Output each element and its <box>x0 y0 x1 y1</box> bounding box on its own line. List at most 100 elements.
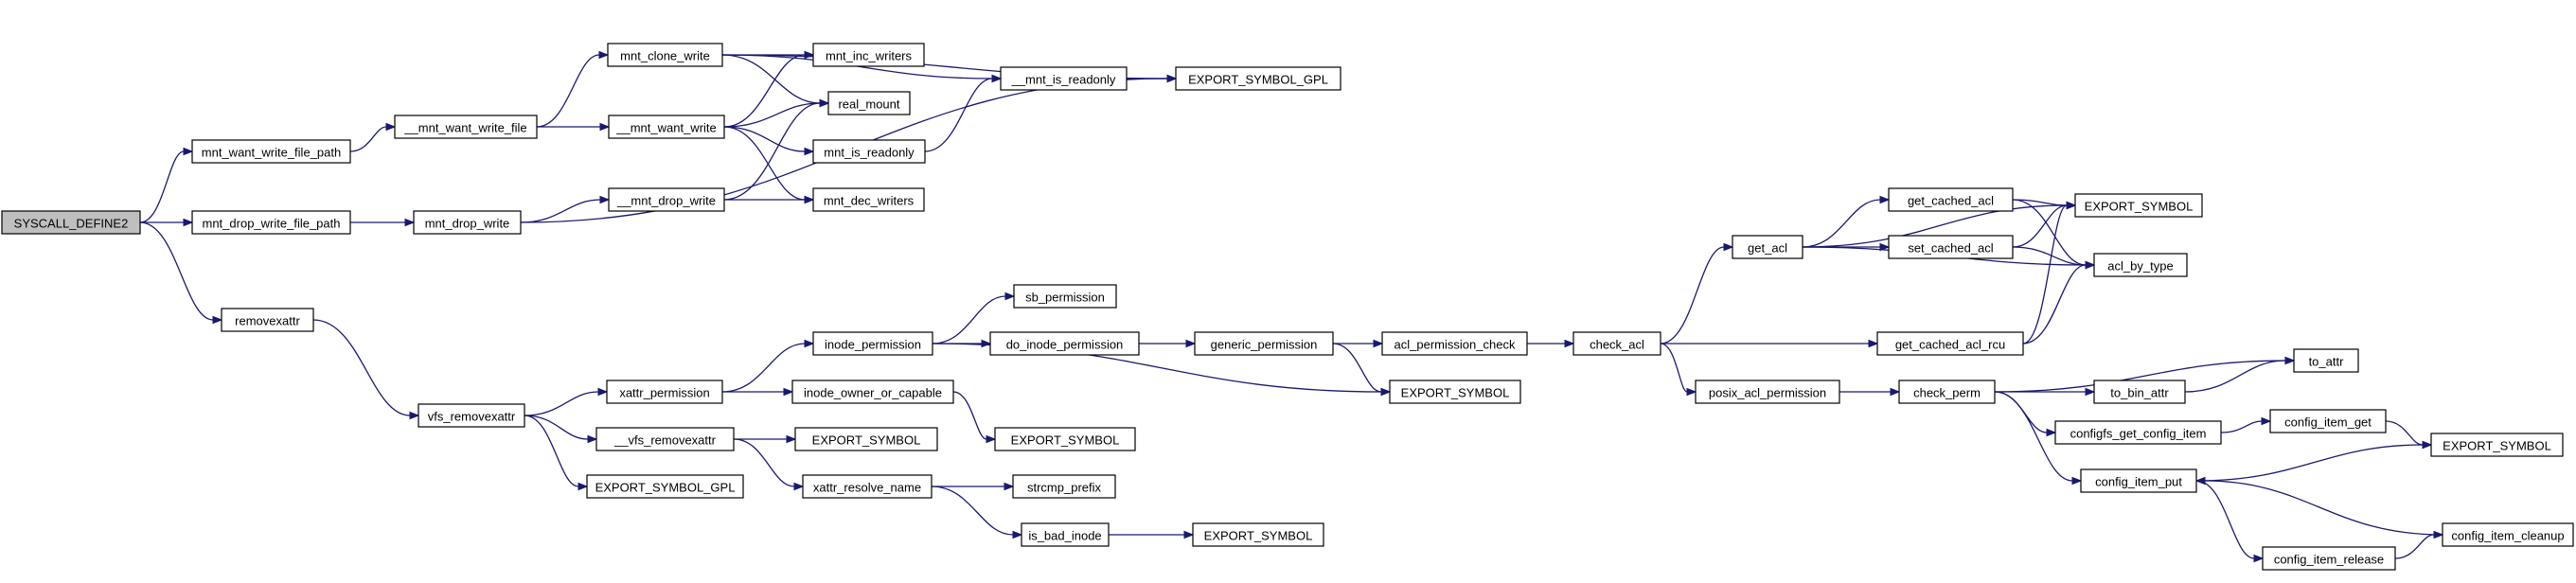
node-export-symbol-gpl[interactable]: EXPORT_SYMBOL_GPL <box>586 474 744 499</box>
node-export-symbol-gpl[interactable]: EXPORT_SYMBOL_GPL <box>1175 66 1341 91</box>
node-label: mnt_inc_writers <box>826 49 913 63</box>
arrow-head <box>2253 554 2265 563</box>
node-label: mnt_is_readonly <box>824 146 915 160</box>
node-config-item-cleanup[interactable]: config_item_cleanup <box>2442 522 2574 547</box>
node-posix-acl-permission[interactable]: posix_acl_permission <box>1695 380 1840 404</box>
node-real-mount[interactable]: real_mount <box>827 91 911 115</box>
node-removexattr[interactable]: removexattr <box>221 308 314 332</box>
edge-n12-to-n13 <box>723 195 815 204</box>
node-set-cached-acl[interactable]: set_cached_acl <box>1888 235 2014 259</box>
node-mnt-want-write-file[interactable]: __mnt_want_write_file <box>394 115 538 139</box>
edge-line <box>1994 360 2286 393</box>
edge-n16-to-n19 <box>721 339 815 393</box>
node-configfs-get-config-item[interactable]: configfs_get_config_item <box>2054 420 2222 445</box>
node-label: strcmp_prefix <box>1027 481 1102 495</box>
node-label: acl_by_type <box>2107 259 2173 274</box>
node-label: real_mount <box>838 97 899 112</box>
node-label: config_item_get <box>2284 415 2372 430</box>
node-box <box>417 403 525 428</box>
node-mnt-clone-write[interactable]: mnt_clone_write <box>607 43 723 67</box>
node-get-cached-acl[interactable]: get_cached_acl <box>1888 187 2014 212</box>
node-label: sb_permission <box>1025 291 1105 305</box>
node-label: posix_acl_permission <box>1709 386 1826 400</box>
node-mnt-inc-writers[interactable]: mnt_inc_writers <box>812 43 925 67</box>
node-box <box>1012 474 1116 499</box>
edge-n29-to-n30 <box>1332 339 1384 348</box>
node-inode-permission[interactable]: inode_permission <box>812 331 933 356</box>
arrow-head <box>1373 339 1384 348</box>
node-export-symbol[interactable]: EXPORT_SYMBOL <box>2074 193 2203 218</box>
edge-line <box>1994 391 2073 482</box>
edge-line <box>2022 264 2087 344</box>
node-to-bin-attr[interactable]: to_bin_attr <box>2093 380 2186 404</box>
arrow-head <box>1879 242 1891 252</box>
node-label: removexattr <box>235 314 300 328</box>
node-strcmp-prefix[interactable]: strcmp_prefix <box>1012 474 1116 499</box>
node-get-acl[interactable]: get_acl <box>1732 235 1803 259</box>
node-export-symbol[interactable]: EXPORT_SYMBOL <box>794 427 938 451</box>
edge-line <box>2394 534 2435 559</box>
node-mnt-is-readonly[interactable]: mnt_is_readonly <box>812 139 926 164</box>
edge-line <box>1660 246 1725 344</box>
node-export-symbol[interactable]: EXPORT_SYMBOL <box>994 427 1136 451</box>
node-box <box>2293 348 2359 373</box>
edge-n15-to-n17 <box>524 415 598 444</box>
edge-n22-to-n26 <box>931 482 1015 491</box>
node-label: check_perm <box>1913 386 1981 400</box>
node-syscall-define2[interactable]: SYSCALL_DEFINE2 <box>1 210 141 235</box>
node-acl-permission-check[interactable]: acl_permission_check <box>1381 331 1528 356</box>
arrow-head <box>804 50 815 60</box>
node-label: __mnt_is_readonly <box>1011 73 1116 87</box>
node-xattr-permission[interactable]: xattr_permission <box>606 380 723 404</box>
node-config-item-put[interactable]: config_item_put <box>2080 468 2197 493</box>
node-export-symbol[interactable]: EXPORT_SYMBOL <box>2430 433 2564 457</box>
arrow-head <box>986 434 997 444</box>
node-acl-by-type[interactable]: acl_by_type <box>2093 253 2188 277</box>
node-mnt-want-write[interactable]: __mnt_want_write <box>608 115 725 139</box>
arrow-head <box>599 195 611 204</box>
node-label: config_item_cleanup <box>2451 529 2564 543</box>
node-xattr-resolve-name[interactable]: xattr_resolve_name <box>802 474 933 499</box>
edge-n41-to-n42 <box>2184 356 2296 393</box>
edge-n15-to-n16 <box>524 387 609 416</box>
node-check-perm[interactable]: check_perm <box>1898 380 1996 404</box>
node-export-symbol[interactable]: EXPORT_SYMBOL <box>1389 380 1521 404</box>
node-label: to_attr <box>2309 355 2345 369</box>
arrow-head <box>1004 482 1015 491</box>
node-label: generic_permission <box>1211 338 1318 352</box>
node-inode-owner-or-capable[interactable]: inode_owner_or_capable <box>791 380 954 404</box>
node-mnt-drop-write[interactable]: mnt_drop_write <box>413 210 522 235</box>
node-mnt-want-write-file-path[interactable]: mnt_want_write_file_path <box>191 139 351 164</box>
node-sb-permission[interactable]: sb_permission <box>1013 284 1117 309</box>
node-config-item-release[interactable]: config_item_release <box>2262 546 2396 571</box>
node-label: __vfs_removexattr <box>613 433 717 448</box>
node-to-attr[interactable]: to_attr <box>2293 348 2359 373</box>
edge-line <box>723 126 806 201</box>
node-box <box>1175 66 1341 91</box>
node-vfs-removexattr[interactable]: vfs_removexattr <box>417 403 525 428</box>
node-vfs-removexattr[interactable]: __vfs_removexattr <box>595 427 735 451</box>
node-check-acl[interactable]: check_acl <box>1572 331 1661 356</box>
edge-line <box>721 343 806 393</box>
node-do-inode-permission[interactable]: do_inode_permission <box>989 331 1140 356</box>
node-mnt-is-readonly[interactable]: __mnt_is_readonly <box>1000 66 1128 91</box>
edge-line <box>1994 391 2048 433</box>
node-get-cached-acl-rcu[interactable]: get_cached_acl_rcu <box>1876 331 2024 356</box>
node-mnt-dec-writers[interactable]: mnt_dec_writers <box>812 187 925 212</box>
node-mnt-drop-write-file-path[interactable]: mnt_drop_write_file_path <box>191 210 351 235</box>
node-label: is_bad_inode <box>1028 529 1101 543</box>
node-generic-permission[interactable]: generic_permission <box>1194 331 1334 356</box>
node-label: check_acl <box>1590 338 1644 352</box>
call-graph-nodes: SYSCALL_DEFINE2 mnt_want_write_file_path _… <box>1 43 2574 571</box>
node-mnt-drop-write[interactable]: __mnt_drop_write <box>608 187 725 212</box>
node-is-bad-inode[interactable]: is_bad_inode <box>1021 522 1110 547</box>
edge-line <box>2012 204 2068 248</box>
node-config-item-get[interactable]: config_item_get <box>2269 409 2387 433</box>
node-export-symbol[interactable]: EXPORT_SYMBOL <box>1192 522 1324 547</box>
arrow-head <box>1166 74 1178 83</box>
node-box <box>2442 522 2574 547</box>
node-box <box>1192 522 1324 547</box>
edge-n34-to-n40 <box>1839 387 1901 397</box>
edge-line <box>2195 480 2255 559</box>
